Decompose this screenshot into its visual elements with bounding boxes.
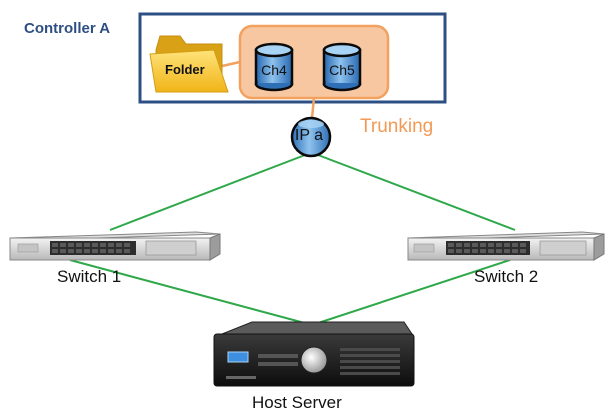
switch2-label: Switch 2: [474, 267, 539, 286]
ip-node-icon: [290, 116, 332, 158]
link-switch1-to-host: [69, 259, 313, 326]
folder-label: Folder: [165, 62, 205, 77]
link-ip-to-switch1: [109, 154, 306, 231]
switch1-icon: [9, 231, 221, 261]
host-server-label: Host Server: [252, 393, 342, 412]
ch4-disk-icon: [254, 42, 294, 92]
ch5-label: Ch5: [329, 62, 355, 78]
switch1-label: Switch 1: [57, 267, 122, 286]
connection-lines: [69, 154, 516, 326]
link-ip-to-switch2: [317, 154, 516, 231]
switch2-icon: [407, 231, 605, 261]
folder-to-trunk-line: [221, 60, 241, 68]
trunking-label: Trunking: [360, 116, 434, 137]
ch5-disk-icon: [322, 42, 362, 92]
host-server-icon: [213, 321, 415, 387]
trunk-to-ip-line: [310, 97, 316, 119]
controller-title: Controller A: [24, 20, 111, 37]
ip-label: IP a: [294, 127, 324, 144]
folder-icon: [149, 35, 229, 93]
ch4-label: Ch4: [261, 62, 287, 78]
link-switch2-to-host: [311, 259, 511, 326]
